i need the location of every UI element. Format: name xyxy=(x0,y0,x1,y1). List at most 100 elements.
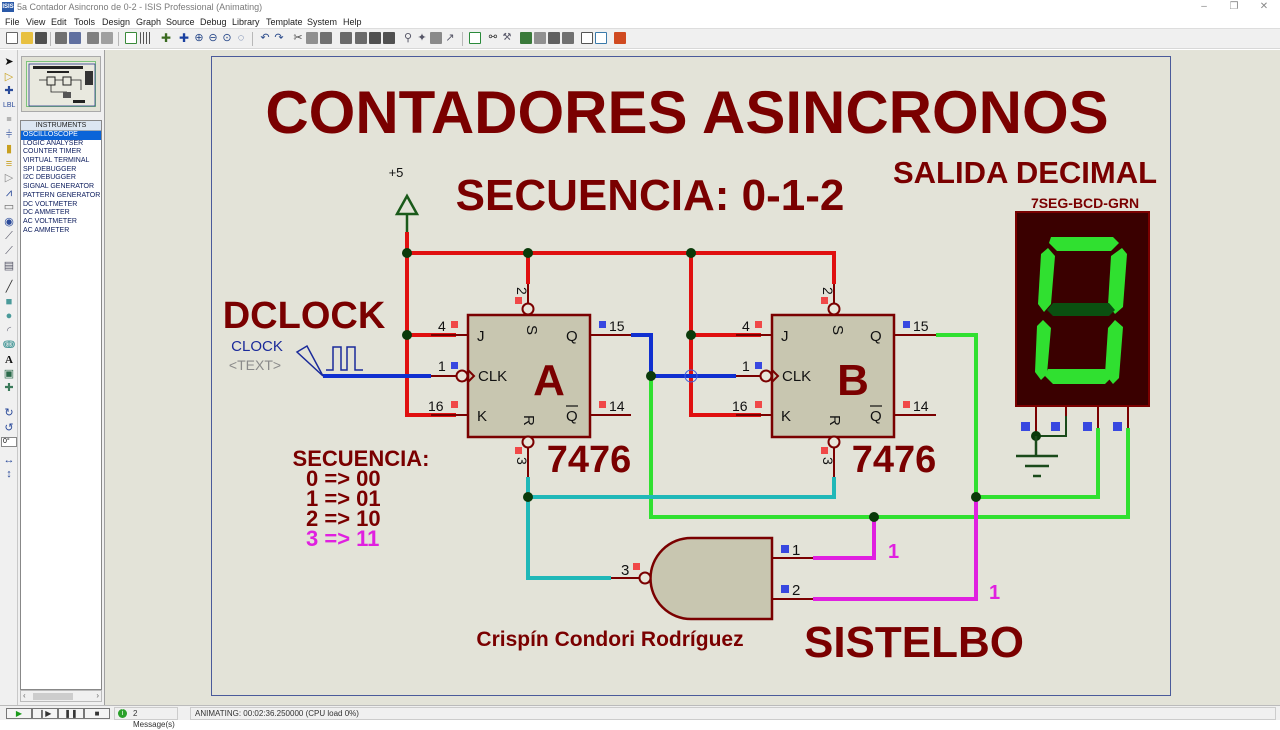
netlist-to-ares-icon[interactable] xyxy=(614,32,626,44)
zoom-out-icon[interactable]: ⊖ xyxy=(208,32,218,44)
current-probe-icon[interactable]: ⟋ xyxy=(5,245,13,257)
cut-icon[interactable]: ✂ xyxy=(293,32,303,44)
messages-indicator[interactable]: i 2 Message(s) xyxy=(114,707,178,729)
tape-recorder-icon[interactable]: ▭ xyxy=(3,201,15,213)
stop-button[interactable]: ■ xyxy=(84,708,110,719)
device-list-scrollbar[interactable]: ‹ › xyxy=(20,690,102,702)
electrical-rules-icon[interactable] xyxy=(595,32,607,44)
menu-file[interactable]: File xyxy=(5,17,20,27)
scroll-right-icon[interactable]: › xyxy=(96,691,99,700)
grid-icon[interactable] xyxy=(140,32,152,44)
make-device-icon[interactable]: ✦ xyxy=(417,32,427,44)
zoom-in-icon[interactable]: ⊕ xyxy=(194,32,204,44)
device-item-counter-timer[interactable]: COUNTER TIMER xyxy=(23,148,82,156)
clock-generator-icon[interactable] xyxy=(295,344,363,377)
graph-icon[interactable]: ⩘ xyxy=(5,187,13,199)
origin-icon[interactable]: ✚ xyxy=(160,31,172,45)
selection-mode-icon[interactable]: ➤ xyxy=(4,56,14,68)
menu-template[interactable]: Template xyxy=(266,17,303,27)
menu-graph[interactable]: Graph xyxy=(136,17,162,27)
2d-text-icon[interactable]: A xyxy=(5,354,13,366)
2d-marker-icon[interactable]: ✚ xyxy=(4,382,14,394)
terminals-icon[interactable]: ≡ xyxy=(5,158,13,170)
menu-library[interactable]: Library xyxy=(232,17,260,27)
menu-view[interactable]: View xyxy=(26,17,46,27)
pan-icon[interactable]: ✚ xyxy=(178,31,190,45)
menu-source[interactable]: Source xyxy=(166,17,195,27)
block-move-icon[interactable] xyxy=(355,32,367,44)
close-button[interactable]: ✕ xyxy=(1259,1,1269,12)
export-icon[interactable] xyxy=(69,32,81,44)
search-tag-icon[interactable]: ⚯ xyxy=(488,32,498,43)
rotate-ccw-icon[interactable]: ↺ xyxy=(4,422,14,434)
device-item-pattern-generator[interactable]: PATTERN GENERATOR xyxy=(23,191,101,199)
block-rotate-icon[interactable] xyxy=(369,32,381,44)
block-delete-icon[interactable] xyxy=(383,32,395,44)
print-icon[interactable] xyxy=(87,32,99,44)
device-pins-icon[interactable]: ▷ xyxy=(4,172,14,184)
menu-tools[interactable]: Tools xyxy=(74,17,96,27)
remove-sheet-icon[interactable] xyxy=(548,32,560,44)
2d-symbol-icon[interactable]: ▣ xyxy=(3,368,15,380)
copy-icon[interactable] xyxy=(306,32,318,44)
device-item-ac-ammeter[interactable]: AC AMMETER xyxy=(23,226,70,234)
2d-circle-icon[interactable]: ● xyxy=(5,310,13,322)
device-item-logic-analyser[interactable]: LOGIC ANALYSER xyxy=(23,139,84,147)
2d-arc-icon[interactable]: ◜ xyxy=(6,325,12,337)
goto-sheet-icon[interactable] xyxy=(562,32,574,44)
overview-window[interactable] xyxy=(21,56,101,112)
wire-nand-inputs[interactable] xyxy=(813,497,978,601)
decompose-icon[interactable]: ↗ xyxy=(445,32,455,44)
buses-icon[interactable]: ⫩ xyxy=(5,129,13,141)
minimize-button[interactable]: – xyxy=(1201,1,1207,12)
2d-path-icon[interactable]: ↈ xyxy=(3,339,16,351)
undo-icon[interactable]: ↶ xyxy=(260,32,270,44)
mirror-y-icon[interactable]: ↕ xyxy=(6,468,12,480)
menu-help[interactable]: Help xyxy=(343,17,362,27)
open-file-icon[interactable] xyxy=(21,32,33,44)
step-button[interactable]: ❙▶ xyxy=(32,708,58,719)
bill-of-materials-icon[interactable] xyxy=(581,32,593,44)
design-explorer-icon[interactable] xyxy=(520,32,532,44)
mirror-x-icon[interactable]: ↔ xyxy=(3,454,15,466)
device-item-virtual-terminal[interactable]: VIRTUAL TERMINAL xyxy=(23,157,90,165)
block-copy-icon[interactable] xyxy=(340,32,352,44)
schematic-canvas[interactable]: CONTADORES ASINCRONOS SECUENCIA: 0-1-2 S… xyxy=(104,50,1280,705)
menu-design[interactable]: Design xyxy=(102,17,131,27)
2d-line-icon[interactable]: ╱ xyxy=(5,281,13,293)
wire-label-icon[interactable]: LBL xyxy=(3,102,16,109)
save-file-icon[interactable] xyxy=(35,32,47,44)
paste-icon[interactable] xyxy=(320,32,332,44)
import-icon[interactable] xyxy=(55,32,67,44)
power-terminal-icon[interactable] xyxy=(394,193,420,216)
2d-box-icon[interactable]: ■ xyxy=(5,296,13,308)
zoom-area-icon[interactable]: ◌ xyxy=(237,32,245,44)
new-sheet-icon[interactable] xyxy=(534,32,546,44)
device-item-dc-ammeter[interactable]: DC AMMETER xyxy=(23,209,70,217)
subcircuit-icon[interactable]: ▮ xyxy=(5,143,13,155)
nand-gate[interactable]: 1 2 3 xyxy=(611,536,813,621)
voltage-probe-icon[interactable]: ⟋ xyxy=(5,230,13,242)
junction-dot-icon[interactable]: ✚ xyxy=(4,85,14,97)
redo-icon[interactable]: ↷ xyxy=(274,32,284,44)
restore-button[interactable]: ❐ xyxy=(1229,1,1239,12)
virtual-instruments-icon[interactable]: ▤ xyxy=(3,260,15,272)
zoom-all-icon[interactable]: ⊙ xyxy=(222,32,232,44)
property-assignment-icon[interactable]: ⚒ xyxy=(502,32,512,43)
device-item-spi-debugger[interactable]: SPI DEBUGGER xyxy=(23,165,77,173)
wire-reset[interactable] xyxy=(526,477,836,580)
ground-icon[interactable] xyxy=(1016,436,1058,478)
text-script-icon[interactable]: ≣ xyxy=(6,116,12,123)
pick-device-icon[interactable]: ⚲ xyxy=(403,32,413,44)
flip-flop-a[interactable]: J CLK K Q Q S R A 4 1 16 15 14 2 3 xyxy=(428,284,631,481)
pause-button[interactable]: ❚❚ xyxy=(58,708,84,719)
rotate-cw-icon[interactable]: ↻ xyxy=(4,407,14,419)
new-file-icon[interactable] xyxy=(6,32,18,44)
rotation-angle-field[interactable]: 0° xyxy=(1,437,17,447)
scroll-left-icon[interactable]: ‹ xyxy=(23,691,26,700)
refresh-icon[interactable] xyxy=(125,32,137,44)
wire-clock[interactable] xyxy=(323,333,736,378)
device-item-signal-generator[interactable]: SIGNAL GENERATOR xyxy=(23,183,95,191)
generator-icon[interactable]: ◉ xyxy=(4,216,14,228)
menu-debug[interactable]: Debug xyxy=(200,17,227,27)
